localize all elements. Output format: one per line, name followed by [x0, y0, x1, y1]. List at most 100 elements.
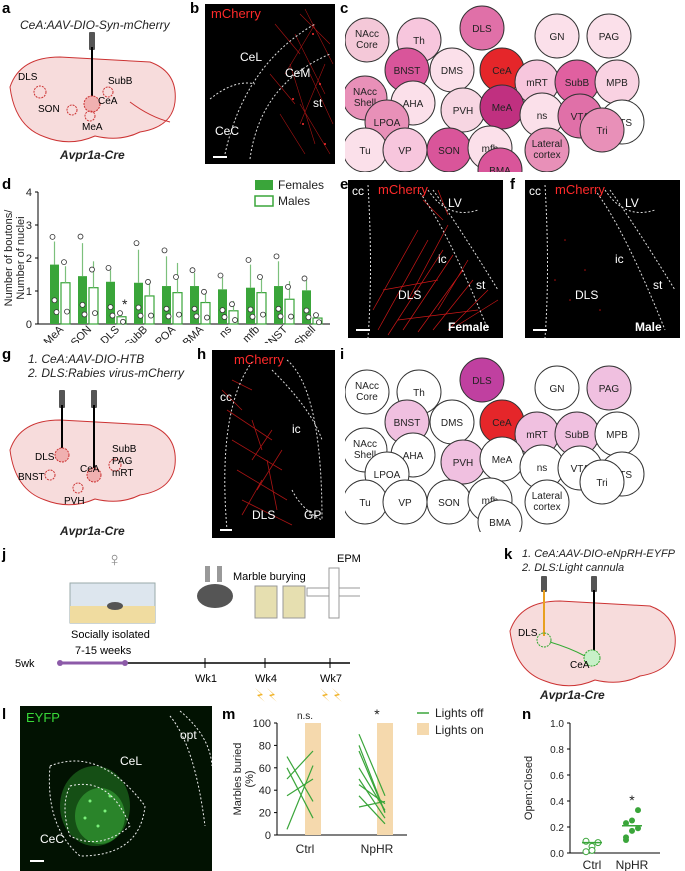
data-point	[301, 275, 308, 282]
network-node: GN	[534, 365, 580, 411]
data-point	[176, 311, 182, 318]
node-label: Tri	[596, 126, 607, 137]
bar-male	[284, 298, 295, 325]
node-label: NAcc	[353, 439, 377, 450]
network-node: PAG	[586, 13, 632, 59]
data-point	[191, 305, 198, 312]
node-label: BMA	[489, 518, 511, 529]
data-point	[275, 305, 282, 312]
node-label: AHA	[403, 99, 424, 110]
legend-label: Lights off	[435, 706, 484, 720]
node-label: Tu	[359, 498, 370, 509]
network-node: MeA	[479, 84, 525, 130]
svg-text:Marble burying: Marble burying	[233, 571, 306, 583]
legend-swatch-females	[255, 180, 273, 190]
svg-text:BNST: BNST	[18, 472, 45, 483]
node-label: Tri	[596, 478, 607, 489]
y-tick-label: 1.0	[550, 719, 564, 730]
node-label: CeA	[492, 66, 512, 77]
paired-line	[358, 745, 386, 813]
bar-male	[256, 292, 267, 325]
panel-label-d: d	[2, 176, 12, 193]
data-point	[247, 306, 254, 313]
panel-k-step1: 1. CeA:AAV-DIO-eNpRH-EYFP	[522, 548, 676, 560]
data-point	[189, 267, 196, 274]
network-node: PAG	[586, 365, 632, 411]
node-label: LPOA	[374, 118, 401, 129]
bar-male	[88, 287, 99, 325]
panel-g-step2: 2. DLS:Rabies virus-mCherry	[28, 366, 185, 380]
data-point	[120, 318, 126, 325]
panel-k-mouse-line: Avpr1a-Cre	[540, 688, 605, 702]
data-point	[313, 312, 319, 318]
network-node: DLS	[459, 357, 505, 403]
node-label: Th	[413, 388, 425, 399]
y-tick-label: 20	[259, 808, 271, 820]
data-point	[161, 247, 168, 254]
data-point	[193, 313, 200, 320]
network-node: DMS	[429, 47, 475, 93]
paired-line	[286, 765, 314, 830]
node-label: Th	[413, 36, 425, 47]
svg-text:Wk7: Wk7	[320, 673, 342, 685]
data-point	[204, 314, 210, 321]
node-label: mfb	[482, 496, 499, 507]
svg-text:DLS: DLS	[518, 628, 538, 639]
data-point	[107, 304, 114, 311]
node-circle	[579, 459, 625, 505]
node-label: VTA	[571, 112, 590, 123]
data-point	[117, 310, 123, 317]
panel-label-g: g	[2, 346, 12, 363]
data-point	[623, 820, 629, 827]
node-label: cortex	[533, 150, 560, 161]
paired-line	[358, 795, 386, 825]
marble-box-icon	[254, 585, 278, 619]
bar-male	[200, 301, 211, 325]
data-point	[229, 301, 235, 308]
data-point	[257, 274, 263, 280]
region-label: DLS	[18, 72, 38, 83]
bar-female	[50, 264, 59, 324]
data-point	[245, 257, 252, 263]
data-point	[277, 313, 284, 320]
node-label: MPB	[606, 78, 628, 89]
node-circle	[534, 365, 580, 411]
node-label: MPB	[606, 430, 628, 441]
data-point	[582, 848, 590, 856]
data-point	[109, 312, 116, 319]
panel-h-micrograph: mCherry cc ic DLS GP	[212, 350, 335, 538]
x-tick-label: LPOA	[149, 323, 179, 343]
network-node: GN	[534, 13, 580, 59]
data-point	[64, 308, 70, 315]
network-node: BMA	[477, 499, 523, 532]
bar-male	[60, 282, 71, 325]
node-circle	[579, 107, 625, 153]
node-label: GN	[550, 384, 565, 395]
node-label: DLS	[472, 376, 492, 387]
y-tick-label: 60	[259, 763, 271, 775]
data-point	[145, 279, 151, 285]
bar-female	[134, 282, 143, 324]
y-tick-label: 0	[265, 830, 271, 842]
x-tick-label: Ctrl	[583, 858, 602, 871]
data-point	[635, 807, 641, 814]
node-label: mRT	[526, 430, 547, 441]
node-label: SON	[438, 146, 460, 157]
panel-f-micrograph: cc mCherry LV ic DLS st Male	[525, 180, 680, 338]
node-label: Shell	[354, 98, 376, 109]
significance-marker: *	[122, 296, 128, 312]
y-tick-label: 100	[253, 718, 271, 730]
bar-female	[246, 287, 255, 324]
bar-male	[172, 292, 183, 325]
x-tick-label: DLS	[98, 324, 122, 343]
panel-label-e: e	[340, 176, 349, 193]
svg-text:SubB: SubB	[112, 444, 137, 455]
node-circle	[524, 479, 570, 525]
bar-female	[302, 290, 311, 324]
node-label: BMA	[489, 166, 511, 172]
data-point	[217, 272, 224, 279]
network-node: VP	[382, 127, 428, 172]
panel-label-f: f	[510, 176, 515, 193]
y-tick-label: 0.8	[550, 745, 564, 756]
mouse-icon	[197, 584, 233, 608]
